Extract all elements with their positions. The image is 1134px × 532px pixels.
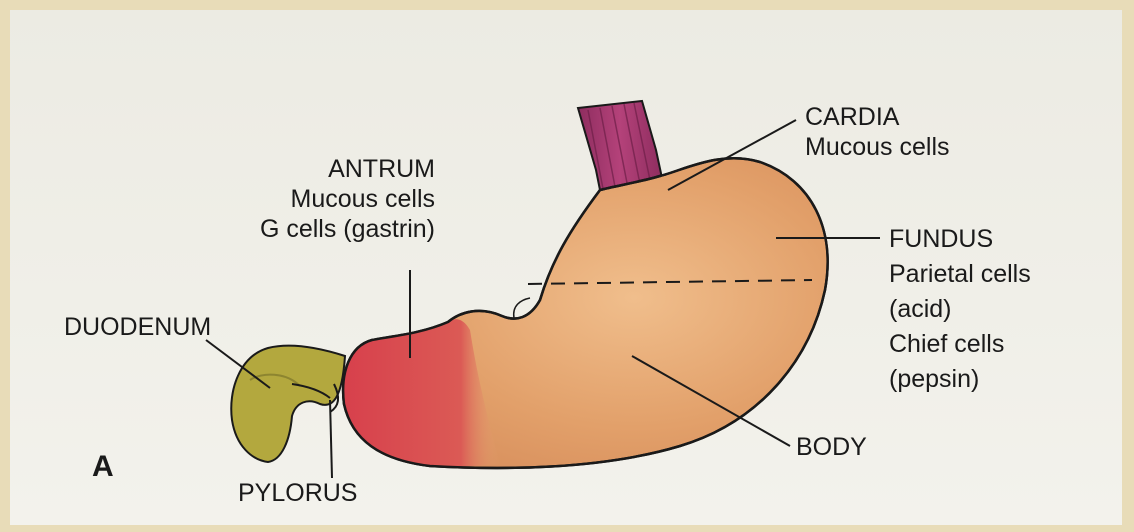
duodenum-title: DUODENUM — [64, 312, 211, 342]
panel-letter: A — [92, 452, 114, 482]
fundus-line3: Chief cells — [889, 327, 1031, 362]
label-pylorus: PYLORUS — [238, 478, 357, 508]
body-title: BODY — [796, 432, 867, 462]
fundus-line4: (pepsin) — [889, 362, 1031, 397]
label-fundus: FUNDUS Parietal cells (acid) Chief cells… — [889, 222, 1031, 397]
cardia-line1: Mucous cells — [805, 132, 950, 162]
panel-letter-text: A — [92, 450, 114, 483]
label-duodenum: DUODENUM — [64, 312, 211, 342]
cardia-title: CARDIA — [805, 102, 950, 132]
fundus-line2: (acid) — [889, 292, 1031, 327]
label-cardia: CARDIA Mucous cells — [805, 102, 950, 162]
antrum-line2: G cells (gastrin) — [260, 214, 435, 244]
antrum-title: ANTRUM — [260, 154, 435, 184]
label-body: BODY — [796, 432, 867, 462]
antrum-line1: Mucous cells — [260, 184, 435, 214]
pylorus-title: PYLORUS — [238, 478, 357, 508]
label-antrum: ANTRUM Mucous cells G cells (gastrin) — [260, 154, 435, 244]
fundus-title: FUNDUS — [889, 222, 1031, 257]
fundus-line1: Parietal cells — [889, 257, 1031, 292]
